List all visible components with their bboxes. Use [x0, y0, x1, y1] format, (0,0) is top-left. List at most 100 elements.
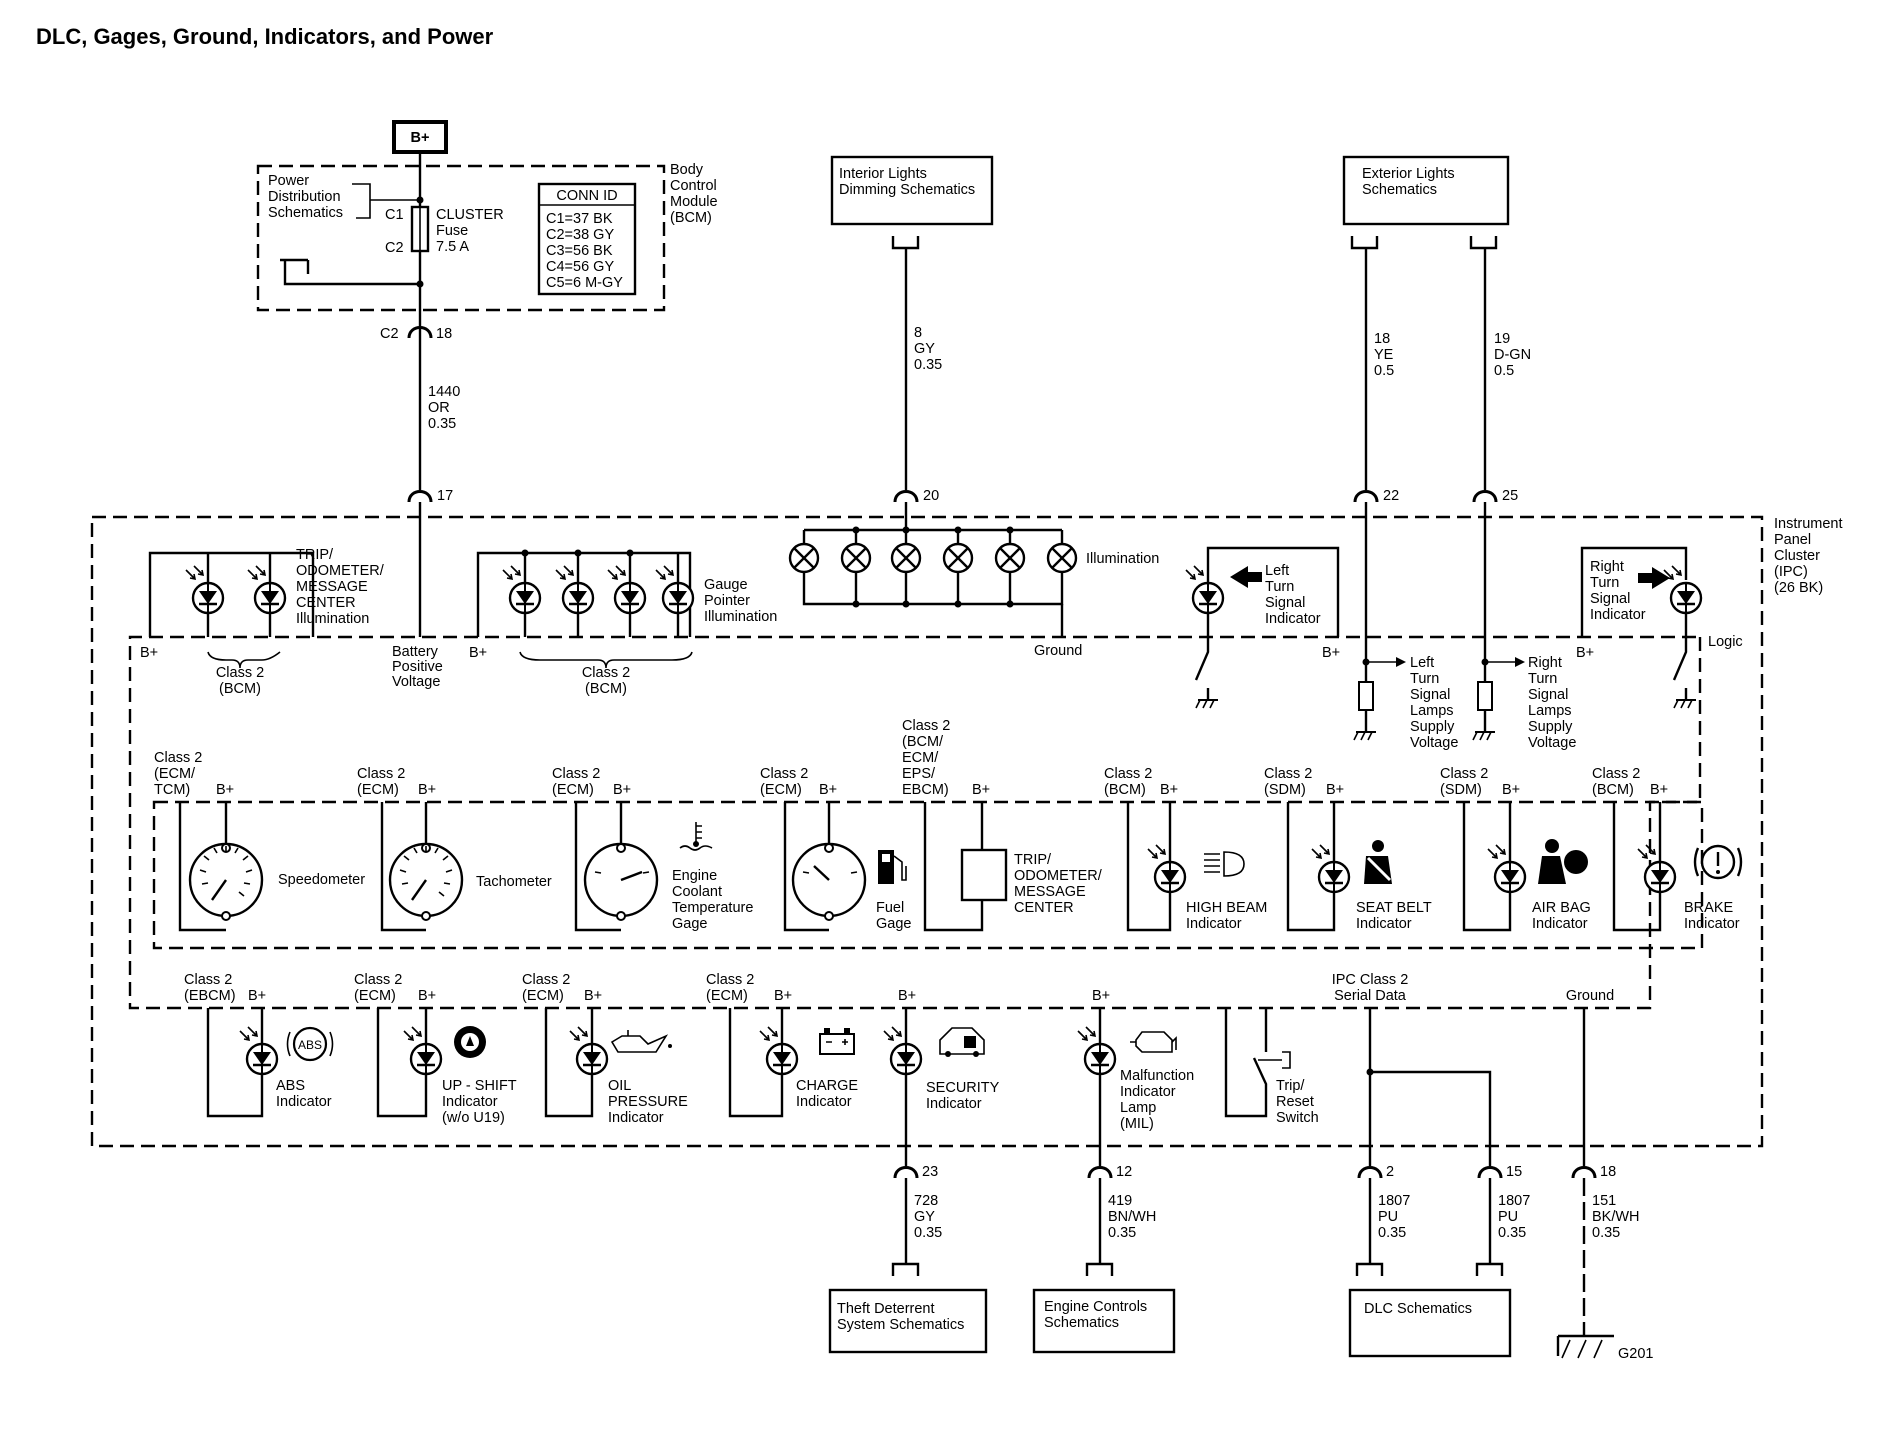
oil-tag-2: (ECM): [522, 988, 564, 1004]
oil-label-2: PRESSURE: [608, 1094, 688, 1110]
bcm-out-conn: C2: [380, 326, 399, 342]
hb-label-1: HIGH BEAM: [1186, 900, 1267, 916]
coolant-bplus: B+: [613, 782, 631, 798]
charge-tag-1: Class 2: [706, 972, 754, 988]
hb-label-2: Indicator: [1186, 916, 1242, 932]
wire-ye-1: 18: [1374, 331, 1390, 347]
exterior-box-1: Exterior Lights: [1362, 166, 1455, 182]
tach-bplus: B+: [418, 782, 436, 798]
dlc-box[interactable]: [1348, 1288, 1512, 1358]
oil-tag-1: Class 2: [522, 972, 570, 988]
hb-tag-2: (BCM): [1104, 782, 1146, 798]
brake-tag-1: Class 2: [1592, 766, 1640, 782]
serial-label-2: Serial Data: [1334, 988, 1407, 1004]
air-bag-icon: [1538, 839, 1588, 884]
trip-switch-2: Reset: [1276, 1094, 1314, 1110]
battery-voltage-3: Voltage: [392, 674, 440, 690]
fuse-rating: 7.5 A: [436, 239, 469, 255]
pds-label-3: Schematics: [268, 205, 343, 221]
bcm-label-4: (BCM): [670, 210, 712, 226]
abs-tag-1: Class 2: [184, 972, 232, 988]
logic-label: Logic: [1708, 634, 1743, 650]
wire-1440-1: 1440: [428, 384, 460, 400]
abs-label-2: Indicator: [276, 1094, 332, 1110]
trip-reset-switch: Trip/ Reset Switch: [1224, 1008, 1319, 1126]
battery-voltage-2: Positive: [392, 659, 443, 675]
sec-label-2: Indicator: [926, 1096, 982, 1112]
abs-icon: ABS: [286, 1026, 334, 1062]
gauge-illum-1: Gauge: [704, 577, 748, 593]
bcm-label-2: Control: [670, 178, 717, 194]
wire-1807b-3: 0.35: [1498, 1225, 1526, 1241]
trip-message-center: Class 2 (BCM/ ECM/ EPS/ EBCM) B+ TRIP/ O…: [902, 718, 1103, 932]
trip-tag-4: EPS/: [902, 766, 936, 782]
sb-label-1: SEAT BELT: [1356, 900, 1432, 916]
left-lamps-3: Signal: [1410, 687, 1450, 703]
wire-1807a-3: 0.35: [1378, 1225, 1406, 1241]
fuel-gage: Class 2 (ECM) B+ Fuel Gage: [760, 766, 911, 932]
brake-label-2: Indicator: [1684, 916, 1740, 932]
left-lamps-4: Lamps: [1410, 703, 1454, 719]
abs-icon-text: ABS: [298, 1038, 322, 1052]
wire-151-3: 0.35: [1592, 1225, 1620, 1241]
wire-1807a-2: PU: [1378, 1209, 1398, 1225]
conn-id-row-2: C2=38 GY: [546, 227, 614, 243]
interior-lights-box[interactable]: [830, 155, 994, 226]
conn-id-row-5: C5=6 M-GY: [546, 275, 623, 291]
oil-label-3: Indicator: [608, 1110, 664, 1126]
wire-419-1: 419: [1108, 1193, 1132, 1209]
engine-box-1: Engine Controls: [1044, 1299, 1147, 1315]
bcm-label-3: Module: [670, 194, 718, 210]
ab-tag-1: Class 2: [1440, 766, 1488, 782]
brake-label-1: BRAKE: [1684, 900, 1733, 916]
bcm-module: [256, 164, 666, 312]
theft-deterrent-box[interactable]: [828, 1288, 988, 1354]
right-lamps-4: Lamps: [1528, 703, 1572, 719]
sec-label-1: SECURITY: [926, 1080, 1000, 1096]
wire-1807b-2: PU: [1498, 1209, 1518, 1225]
oil-pressure-indicator: Class 2 (ECM) B+ OIL PRESSURE Indicator: [522, 972, 688, 1126]
trip-switch-3: Switch: [1276, 1110, 1319, 1126]
ab-label-2: Indicator: [1532, 916, 1588, 932]
left-turn-1: Left: [1265, 563, 1289, 579]
right-lamps-1: Right: [1528, 655, 1562, 671]
brake-indicator: Class 2 (BCM) B+ BRAKE Indicator: [1592, 766, 1743, 932]
up-label-2: Indicator: [442, 1094, 498, 1110]
trip-illum-3: MESSAGE: [296, 579, 368, 595]
trip-illum-1: TRIP/: [296, 547, 334, 563]
hb-tag-1: Class 2: [1104, 766, 1152, 782]
interior-box-2: Dimming Schematics: [839, 182, 975, 198]
engine-controls-box[interactable]: [1032, 1288, 1176, 1354]
wire-dgn-1: 19: [1494, 331, 1510, 347]
speedometer-gage: Class 2 (ECM/ TCM) B+ Speedometer: [154, 750, 365, 932]
upshift-indicator: Class 2 (ECM) B+ UP - SHIFT Indicator (w…: [354, 972, 517, 1126]
ipc-label-2: Panel: [1774, 532, 1811, 548]
b-plus-1: B+: [140, 645, 158, 661]
ipc-pin-22: 22: [1383, 488, 1399, 504]
right-turn-4: Indicator: [1590, 607, 1646, 623]
fuel-pump-icon: [878, 850, 907, 884]
exterior-lights-box[interactable]: [1342, 155, 1510, 226]
mil-bplus: B+: [1092, 988, 1110, 1004]
ground-label-top: Ground: [1034, 643, 1082, 659]
b-plus-2: B+: [469, 645, 487, 661]
engine-box-2: Schematics: [1044, 1315, 1119, 1331]
right-lamps-6: Voltage: [1528, 735, 1576, 751]
fuel-tag-1: Class 2: [760, 766, 808, 782]
wire-gy-3: 0.35: [914, 357, 942, 373]
ipc-label-4: (IPC): [1774, 564, 1808, 580]
ab-label-1: AIR BAG: [1532, 900, 1591, 916]
security-indicator: B+ SECURITY Indicator: [882, 988, 1000, 1166]
page-title: DLC, Gages, Ground, Indicators, and Powe…: [36, 24, 494, 49]
serial-label-1: IPC Class 2: [1332, 972, 1409, 988]
mil-indicator: B+ Malfunction Indicator Lamp (MIL): [1076, 988, 1194, 1166]
battery-voltage-1: Battery: [392, 644, 439, 660]
tach-label: Tachometer: [476, 874, 552, 890]
tach-tag-2: (ECM): [357, 782, 399, 798]
speedo-bplus: B+: [216, 782, 234, 798]
wire-1440-3: 0.35: [428, 416, 456, 432]
trip-label-3: MESSAGE: [1014, 884, 1086, 900]
fuse-type: Fuse: [436, 223, 468, 239]
sb-label-2: Indicator: [1356, 916, 1412, 932]
